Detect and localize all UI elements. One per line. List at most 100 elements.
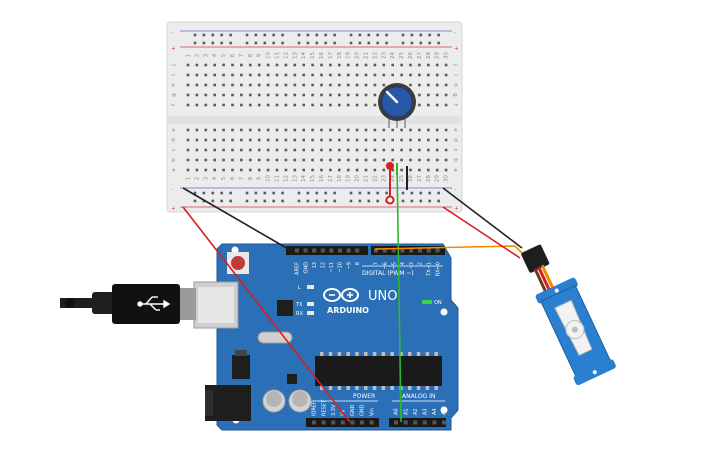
breadboard-hole[interactable] bbox=[249, 103, 252, 107]
breadboard-hole[interactable] bbox=[284, 128, 288, 132]
digital-pin-hole[interactable] bbox=[346, 248, 351, 253]
breadboard-hole[interactable] bbox=[391, 63, 394, 67]
rail-hole[interactable] bbox=[245, 41, 249, 45]
breadboard-hole[interactable] bbox=[275, 73, 279, 77]
breadboard-hole[interactable] bbox=[195, 93, 199, 97]
analog-pin-hole[interactable] bbox=[394, 420, 398, 425]
breadboard-hole[interactable] bbox=[373, 73, 377, 77]
breadboard-hole[interactable] bbox=[275, 83, 279, 87]
breadboard-hole[interactable] bbox=[400, 63, 403, 67]
digital-pin-hole[interactable] bbox=[409, 248, 414, 253]
breadboard-hole[interactable] bbox=[382, 148, 386, 152]
breadboard-hole[interactable] bbox=[222, 83, 225, 87]
rail-hole[interactable] bbox=[211, 41, 215, 45]
breadboard-hole[interactable] bbox=[346, 63, 350, 67]
breadboard-hole[interactable] bbox=[444, 103, 448, 107]
breadboard-hole[interactable] bbox=[213, 73, 216, 77]
breadboard-hole[interactable] bbox=[266, 83, 270, 87]
breadboard-hole[interactable] bbox=[222, 63, 225, 67]
breadboard-hole[interactable] bbox=[329, 93, 332, 97]
breadboard-hole[interactable] bbox=[231, 128, 234, 132]
wire-red-servo[interactable] bbox=[442, 206, 521, 259]
breadboard-hole[interactable] bbox=[186, 168, 190, 172]
rail-hole[interactable] bbox=[202, 191, 206, 195]
breadboard-hole[interactable] bbox=[382, 158, 386, 162]
breadboard-hole[interactable] bbox=[373, 93, 377, 97]
breadboard-hole[interactable] bbox=[320, 168, 323, 172]
breadboard-hole[interactable] bbox=[320, 138, 323, 142]
breadboard-hole[interactable] bbox=[418, 73, 421, 77]
breadboard-hole[interactable] bbox=[435, 138, 439, 142]
breadboard-hole[interactable] bbox=[391, 128, 394, 132]
breadboard-hole[interactable] bbox=[346, 148, 350, 152]
breadboard-hole[interactable] bbox=[302, 158, 305, 162]
breadboard-hole[interactable] bbox=[186, 83, 190, 87]
breadboard-hole[interactable] bbox=[338, 168, 341, 172]
rail-hole[interactable] bbox=[281, 41, 284, 45]
breadboard-hole[interactable] bbox=[400, 73, 403, 77]
digital-pin-hole[interactable] bbox=[400, 248, 405, 253]
breadboard-hole[interactable] bbox=[302, 83, 305, 87]
breadboard-hole[interactable] bbox=[364, 138, 368, 142]
breadboard-hole[interactable] bbox=[257, 168, 261, 172]
rail-hole[interactable] bbox=[385, 33, 388, 37]
breadboard-hole[interactable] bbox=[444, 148, 448, 152]
breadboard-hole[interactable] bbox=[320, 158, 323, 162]
breadboard-hole[interactable] bbox=[320, 128, 323, 132]
breadboard-hole[interactable] bbox=[204, 168, 208, 172]
rail-hole[interactable] bbox=[367, 199, 371, 203]
breadboard-hole[interactable] bbox=[195, 168, 199, 172]
breadboard-hole[interactable] bbox=[444, 128, 448, 132]
breadboard-hole[interactable] bbox=[329, 168, 332, 172]
power-pin-hole[interactable] bbox=[321, 420, 326, 425]
breadboard-hole[interactable] bbox=[240, 63, 243, 67]
breadboard-hole[interactable] bbox=[293, 128, 297, 132]
rail-hole[interactable] bbox=[229, 191, 232, 195]
rail-hole[interactable] bbox=[428, 33, 431, 37]
breadboard-hole[interactable] bbox=[435, 93, 439, 97]
rail-hole[interactable] bbox=[401, 33, 405, 37]
breadboard-hole[interactable] bbox=[329, 103, 332, 107]
breadboard-hole[interactable] bbox=[266, 138, 270, 142]
breadboard-hole[interactable] bbox=[284, 73, 288, 77]
breadboard-hole[interactable] bbox=[275, 168, 279, 172]
breadboard-hole[interactable] bbox=[427, 128, 430, 132]
breadboard-hole[interactable] bbox=[435, 103, 439, 107]
breadboard-hole[interactable] bbox=[284, 168, 288, 172]
breadboard-hole[interactable] bbox=[284, 83, 288, 87]
power-pin-hole[interactable] bbox=[340, 420, 345, 425]
rail-hole[interactable] bbox=[272, 191, 275, 195]
breadboard-hole[interactable] bbox=[222, 168, 225, 172]
breadboard-hole[interactable] bbox=[364, 73, 368, 77]
breadboard-hole[interactable] bbox=[284, 148, 288, 152]
breadboard-hole[interactable] bbox=[329, 73, 332, 77]
breadboard-hole[interactable] bbox=[249, 168, 252, 172]
breadboard-hole[interactable] bbox=[444, 158, 448, 162]
rail-hole[interactable] bbox=[297, 33, 301, 37]
analog-pin-hole[interactable] bbox=[413, 420, 418, 425]
rail-hole[interactable] bbox=[324, 33, 327, 37]
breadboard-hole[interactable] bbox=[320, 148, 323, 152]
breadboard-hole[interactable] bbox=[435, 168, 439, 172]
breadboard-hole[interactable] bbox=[231, 103, 234, 107]
breadboard-hole[interactable] bbox=[222, 158, 225, 162]
breadboard-hole[interactable] bbox=[240, 103, 243, 107]
breadboard-hole[interactable] bbox=[293, 63, 297, 67]
reset-button[interactable] bbox=[231, 256, 245, 270]
breadboard-hole[interactable] bbox=[382, 128, 386, 132]
breadboard-hole[interactable] bbox=[329, 148, 332, 152]
breadboard-hole[interactable] bbox=[346, 103, 350, 107]
breadboard-hole[interactable] bbox=[311, 93, 314, 97]
analog-pin-hole[interactable] bbox=[422, 420, 427, 425]
rail-hole[interactable] bbox=[193, 41, 197, 45]
power-pin-hole[interactable] bbox=[312, 420, 316, 425]
breadboard-hole[interactable] bbox=[195, 138, 199, 142]
breadboard-hole[interactable] bbox=[444, 63, 448, 67]
breadboard-hole[interactable] bbox=[320, 63, 323, 67]
breadboard-hole[interactable] bbox=[293, 168, 297, 172]
breadboard-hole[interactable] bbox=[249, 93, 252, 97]
breadboard-hole[interactable] bbox=[240, 158, 243, 162]
breadboard-hole[interactable] bbox=[435, 158, 439, 162]
breadboard-hole[interactable] bbox=[302, 148, 305, 152]
breadboard-hole[interactable] bbox=[231, 63, 234, 67]
